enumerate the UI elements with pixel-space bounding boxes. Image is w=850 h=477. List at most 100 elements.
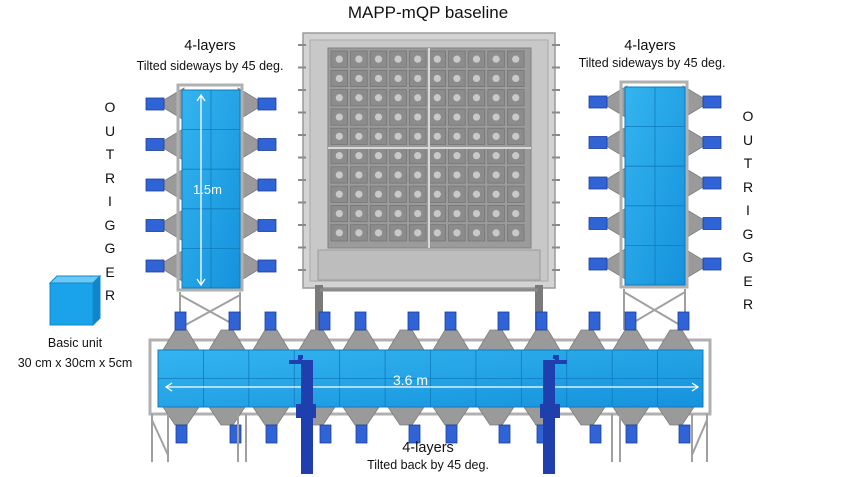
pmt-module [588,136,608,149]
module-pmt [492,190,500,198]
pmt-module [228,311,241,331]
cone [657,406,695,426]
module-pmt [394,152,402,160]
module-pmt [374,55,383,63]
module-pmt [512,113,520,121]
module-pmt [394,55,402,63]
module-pmt [414,94,422,102]
left-block-heading: 4-layers [184,38,236,54]
module-pmt [355,190,363,198]
module-pmt [355,229,363,237]
cone [606,247,628,281]
module-pmt [414,55,422,63]
pmt-module [355,424,368,444]
pmt-module [145,97,165,111]
cone [568,406,606,426]
module-pmt [335,74,343,83]
module-pmt [414,190,422,198]
pmt-module [145,178,165,192]
module-pmt [414,132,422,140]
module-pmt [355,55,363,63]
frame-ticks [298,44,560,271]
cone [387,406,425,426]
module-pmt [492,132,500,140]
pmt-module [497,311,510,331]
module-pmt [433,209,441,218]
cone [163,249,185,283]
module-pmt [414,113,422,121]
module-pmt [394,171,402,179]
module-pmt [472,229,481,237]
left-block-subheading: Tilted sideways by 45 deg. [136,59,284,73]
pmt-module [407,311,420,331]
module-pmt [394,229,402,237]
module-pmt [453,74,461,83]
module-pmt [453,113,461,121]
pmt-module [175,424,188,444]
module-pmt [492,94,500,102]
module-pmt [433,229,441,237]
pmt-module [588,217,608,230]
basic-unit-label: Basic unit [47,336,103,350]
pmt-module [265,424,278,444]
module-pmt [472,74,481,83]
module-pmt [512,152,520,160]
outrigger-letter: R [742,178,754,195]
outrigger-letter: O [104,99,116,115]
module-pmt [374,209,383,218]
pmt-module [702,257,722,271]
cone [606,85,628,119]
bottom-block-dimension: 3.6 m [393,372,429,388]
pmt-module [145,259,165,273]
module-pmt [414,171,422,179]
right-outrigger [588,80,722,330]
cone [342,406,380,426]
mapp-mqp-baseline-detector [298,32,560,425]
pmt-module [174,311,187,331]
module-pmt [453,152,461,160]
cone [606,125,628,160]
bottom-block-heading: 4-layers [402,440,454,456]
outrigger-letter: G [742,225,754,242]
module-pmt [374,171,383,179]
module-pmt [355,209,363,218]
left-dimension-arrow [196,93,206,287]
module-pmt [512,55,520,63]
pmt-module [588,95,608,109]
module-pmt [512,74,520,83]
outrigger-letter: E [743,272,753,289]
outrigger-letter: G [742,249,754,265]
module-pmt [335,55,343,63]
pmt-module [535,311,548,331]
module-pmt [512,209,520,218]
module-pmt [335,94,343,102]
module-pmt [374,132,383,140]
module-pmt [492,74,500,83]
outrigger-letter: R [104,287,116,303]
module-pmt [374,190,383,198]
pmt-module [408,424,421,444]
module-pmt [335,132,343,140]
module-pmt [355,152,363,160]
module-pmt [335,190,343,198]
module-pmt [512,132,520,140]
module-pmt [335,229,343,237]
module-pmt [394,132,402,140]
module-pmt [355,74,363,83]
module-pmt [453,171,461,179]
cone [606,166,628,200]
module-pmt [472,190,481,198]
pmt-module [354,311,367,331]
module-pmt [472,171,481,179]
module-pmt [374,229,383,237]
outrigger-letter: R [104,169,116,186]
pmt-module [678,424,691,444]
module-pmt [394,113,402,121]
module-pmt [472,209,481,218]
module-pmt [453,229,461,237]
module-pmt [433,152,441,160]
outrigger-letter: G [104,216,116,233]
left-block-dimension: 1.5m [193,182,222,197]
module-pmt [414,229,422,237]
module-pmt [374,152,383,160]
